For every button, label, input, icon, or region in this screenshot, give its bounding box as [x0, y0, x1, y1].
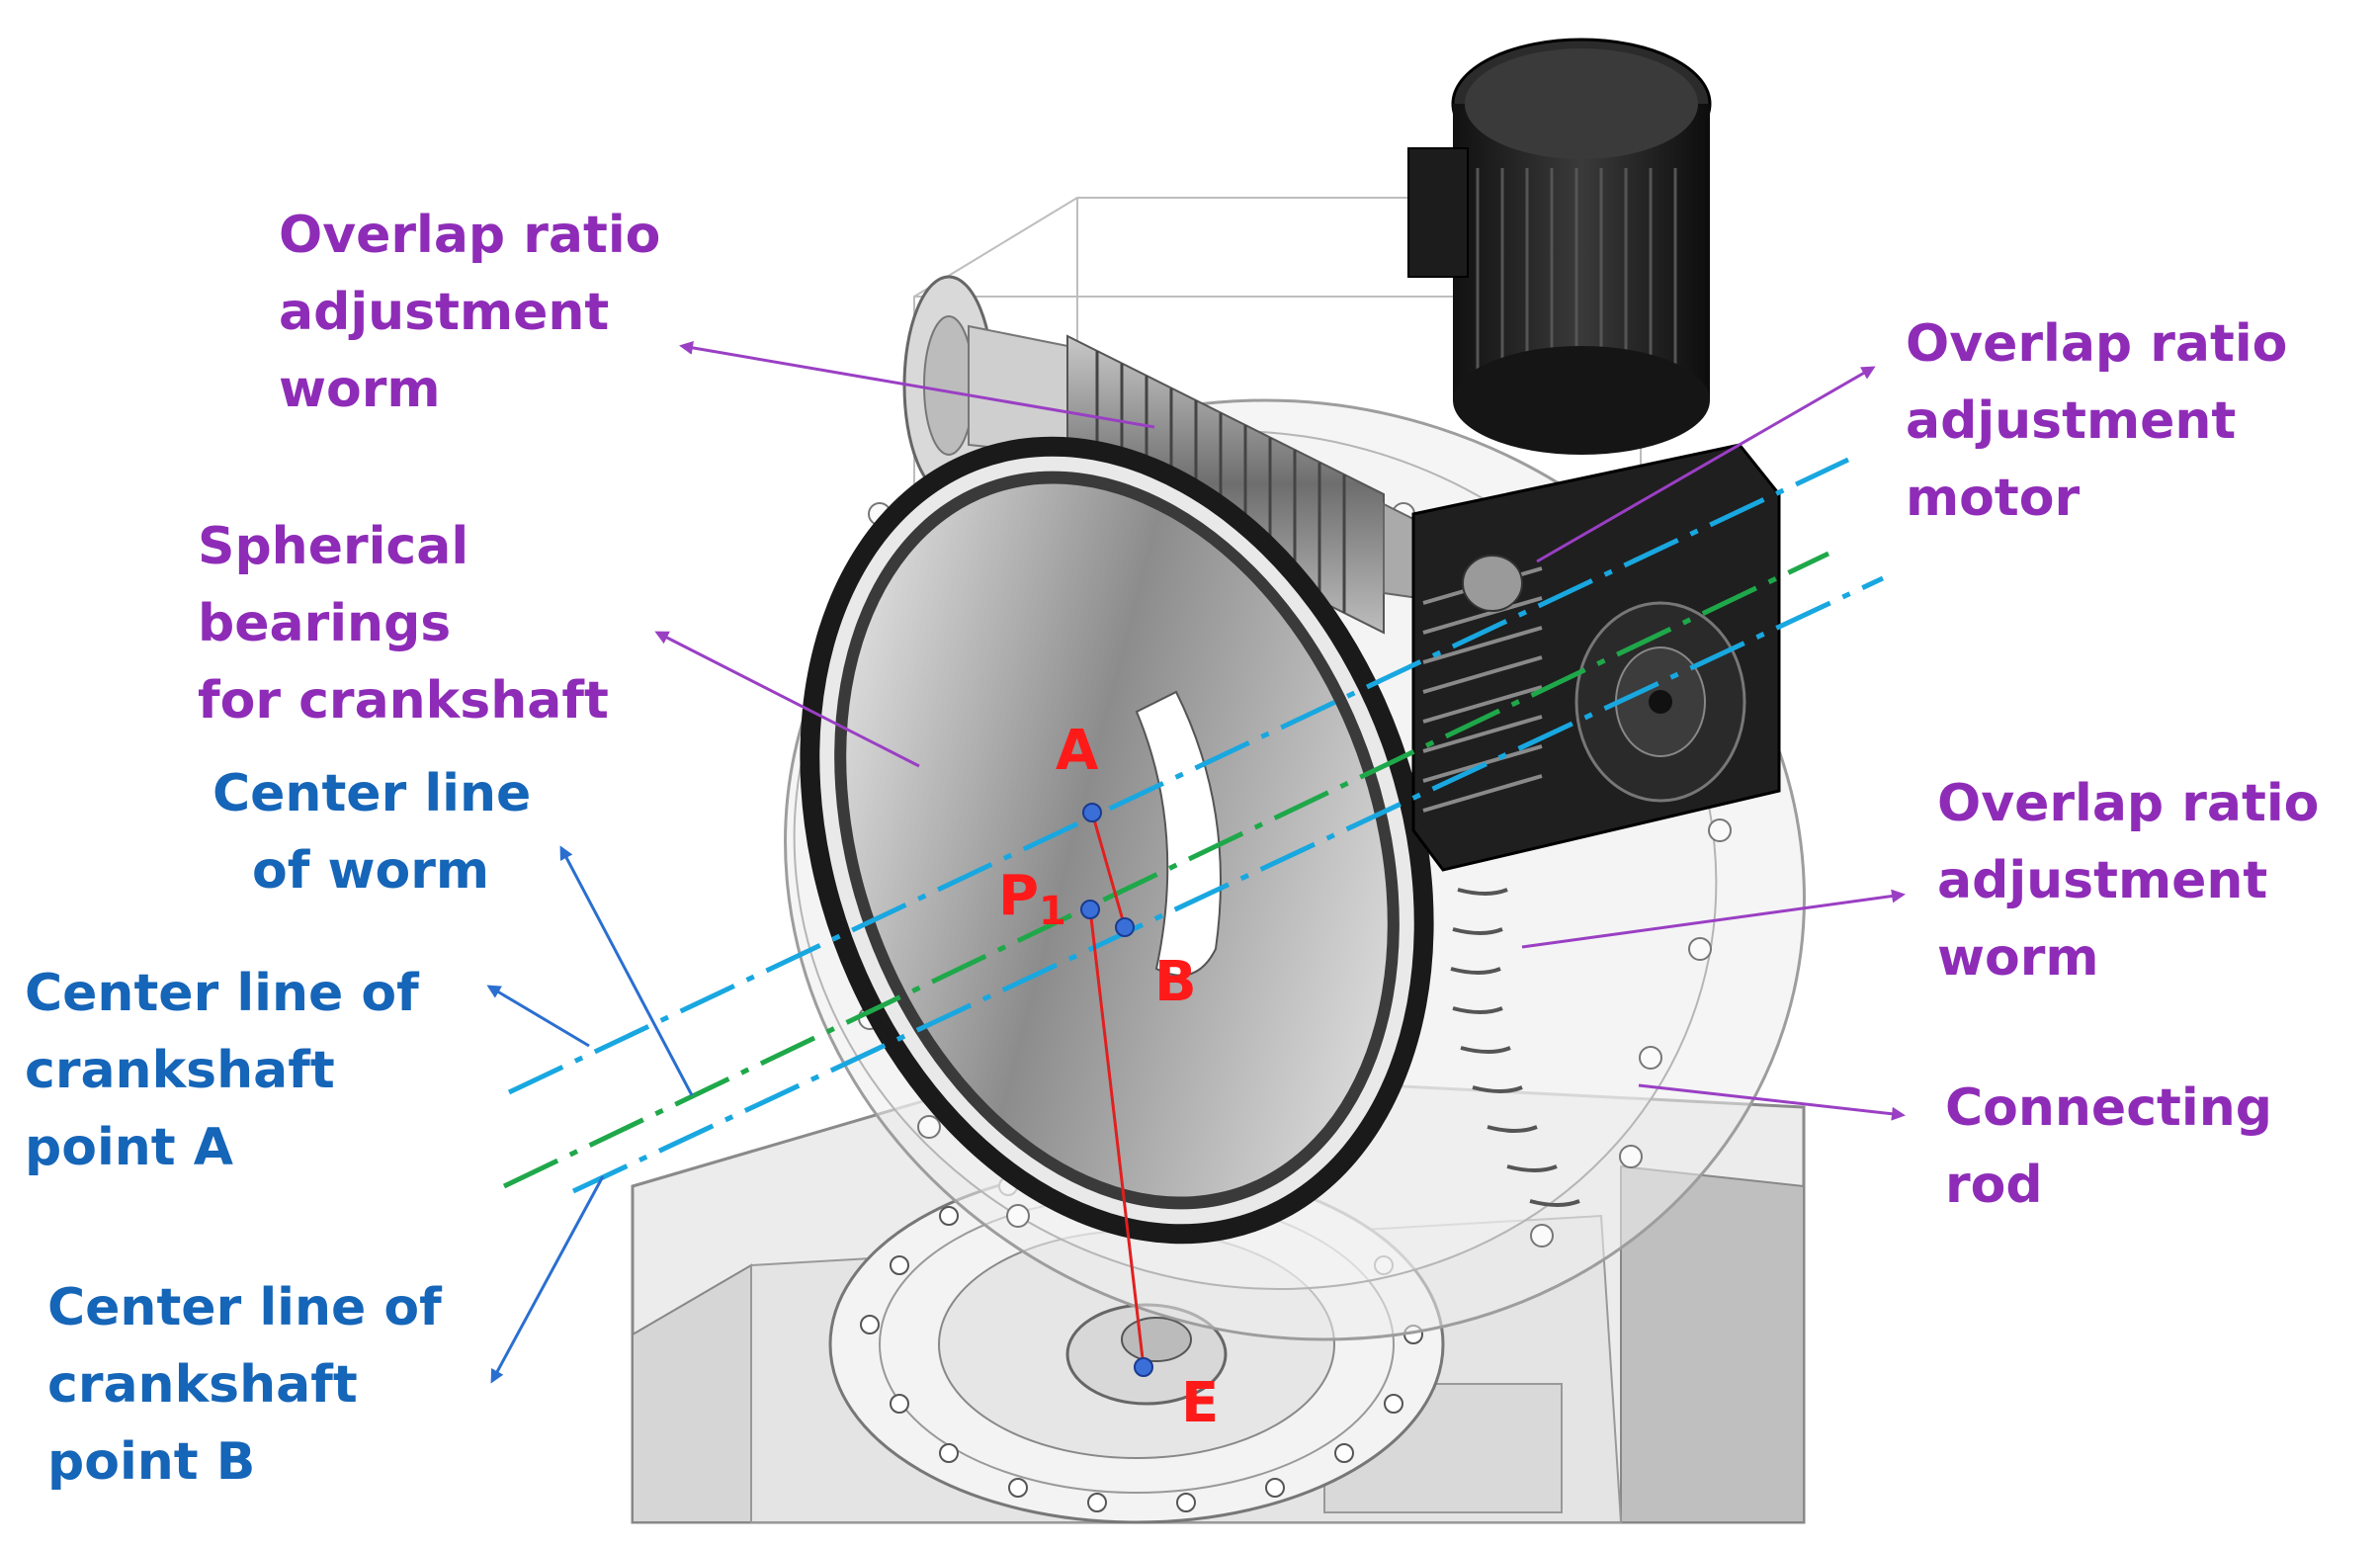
point-a-marker	[1082, 803, 1102, 822]
label-worm-top-line1: Overlap ratio	[279, 206, 660, 265]
label-center-a-line1: Center line of	[25, 964, 420, 1023]
annotation-arrows	[486, 340, 1906, 1384]
label-bearings-line2: bearings	[198, 594, 451, 653]
blue-labels: Center line of worm Center line of crank…	[25, 764, 549, 1492]
link-p1-e	[1088, 908, 1146, 1368]
label-motor: Overlap ratio adjustment motor	[1906, 314, 2306, 528]
point-b-marker	[1115, 917, 1135, 937]
label-motor-line3: motor	[1906, 469, 2080, 528]
purple-labels: Overlap ratio adjustment worm Overlap ra…	[198, 206, 2338, 1215]
label-center-a-line2: crankshaft	[25, 1041, 335, 1100]
arrow-worm-top	[679, 340, 1155, 429]
arrow-bearings	[654, 631, 920, 768]
label-worm-top-line2: adjustment	[279, 283, 609, 342]
label-bearings-line1: Spherical	[198, 517, 468, 576]
point-e-marker	[1134, 1357, 1153, 1377]
arrow-center-b	[490, 1175, 605, 1384]
label-bearings-line3: for crankshaft	[198, 671, 609, 731]
label-center-b-line2: crankshaft	[47, 1355, 358, 1415]
point-b-label: B	[1154, 950, 1197, 1014]
spherical-bearing	[800, 436, 1434, 1245]
label-connecting-rod-line2: rod	[1945, 1156, 2043, 1215]
point-p1-subscript: 1	[1039, 889, 1066, 934]
point-e-label: E	[1181, 1371, 1219, 1435]
label-worm-top: Overlap ratio adjustment worm	[279, 206, 679, 419]
label-center-a-line3: point A	[25, 1118, 233, 1177]
point-a-label: A	[1056, 719, 1099, 783]
label-connecting-rod: Connecting rod	[1945, 1078, 2290, 1215]
label-worm-right-line1: Overlap ratio	[1937, 774, 2319, 833]
crankshaft-b-center-line	[571, 575, 1885, 1194]
crankshaft-a-center-line	[502, 551, 1830, 1189]
label-worm-top-line3: worm	[279, 360, 441, 419]
point-p1-marker	[1080, 900, 1100, 919]
arrow-center-a	[486, 985, 590, 1048]
machine-illustration	[631, 38, 1806, 1524]
point-labels: A B P1 E	[998, 719, 1219, 1435]
label-center-b-line1: Center line of	[47, 1278, 443, 1337]
arrow-worm-right	[1521, 889, 1906, 949]
label-center-worm-line2: of worm	[252, 841, 489, 901]
label-worm-right: Overlap ratio adjustment worm	[1937, 774, 2338, 988]
linkage	[1080, 803, 1153, 1377]
point-p1-label: P1	[998, 864, 1066, 934]
center-lines	[502, 457, 1885, 1194]
link-a-b	[1090, 812, 1127, 928]
worm-center-line	[507, 457, 1850, 1095]
label-connecting-rod-line1: Connecting	[1945, 1078, 2272, 1138]
label-motor-line2: adjustment	[1906, 391, 2236, 451]
point-p1-letter: P	[998, 864, 1039, 928]
label-worm-right-line2: adjustment	[1937, 851, 2267, 910]
label-center-b-line3: point B	[47, 1432, 255, 1492]
label-center-worm: Center line of worm	[212, 764, 549, 901]
arrow-motor	[1536, 366, 1876, 563]
label-center-a: Center line of crankshaft point A	[25, 964, 437, 1177]
arrow-center-worm	[559, 845, 694, 1096]
top-worm-shaft	[902, 275, 1454, 635]
label-worm-right-line3: worm	[1937, 928, 2099, 988]
label-center-b: Center line of crankshaft point B	[47, 1278, 460, 1492]
arrow-connecting-rod	[1638, 1083, 1906, 1121]
label-motor-line1: Overlap ratio	[1906, 314, 2287, 374]
label-center-worm-line1: Center line	[212, 764, 531, 823]
motor	[1407, 38, 1781, 872]
label-bearings: Spherical bearings for crankshaft	[198, 517, 609, 731]
